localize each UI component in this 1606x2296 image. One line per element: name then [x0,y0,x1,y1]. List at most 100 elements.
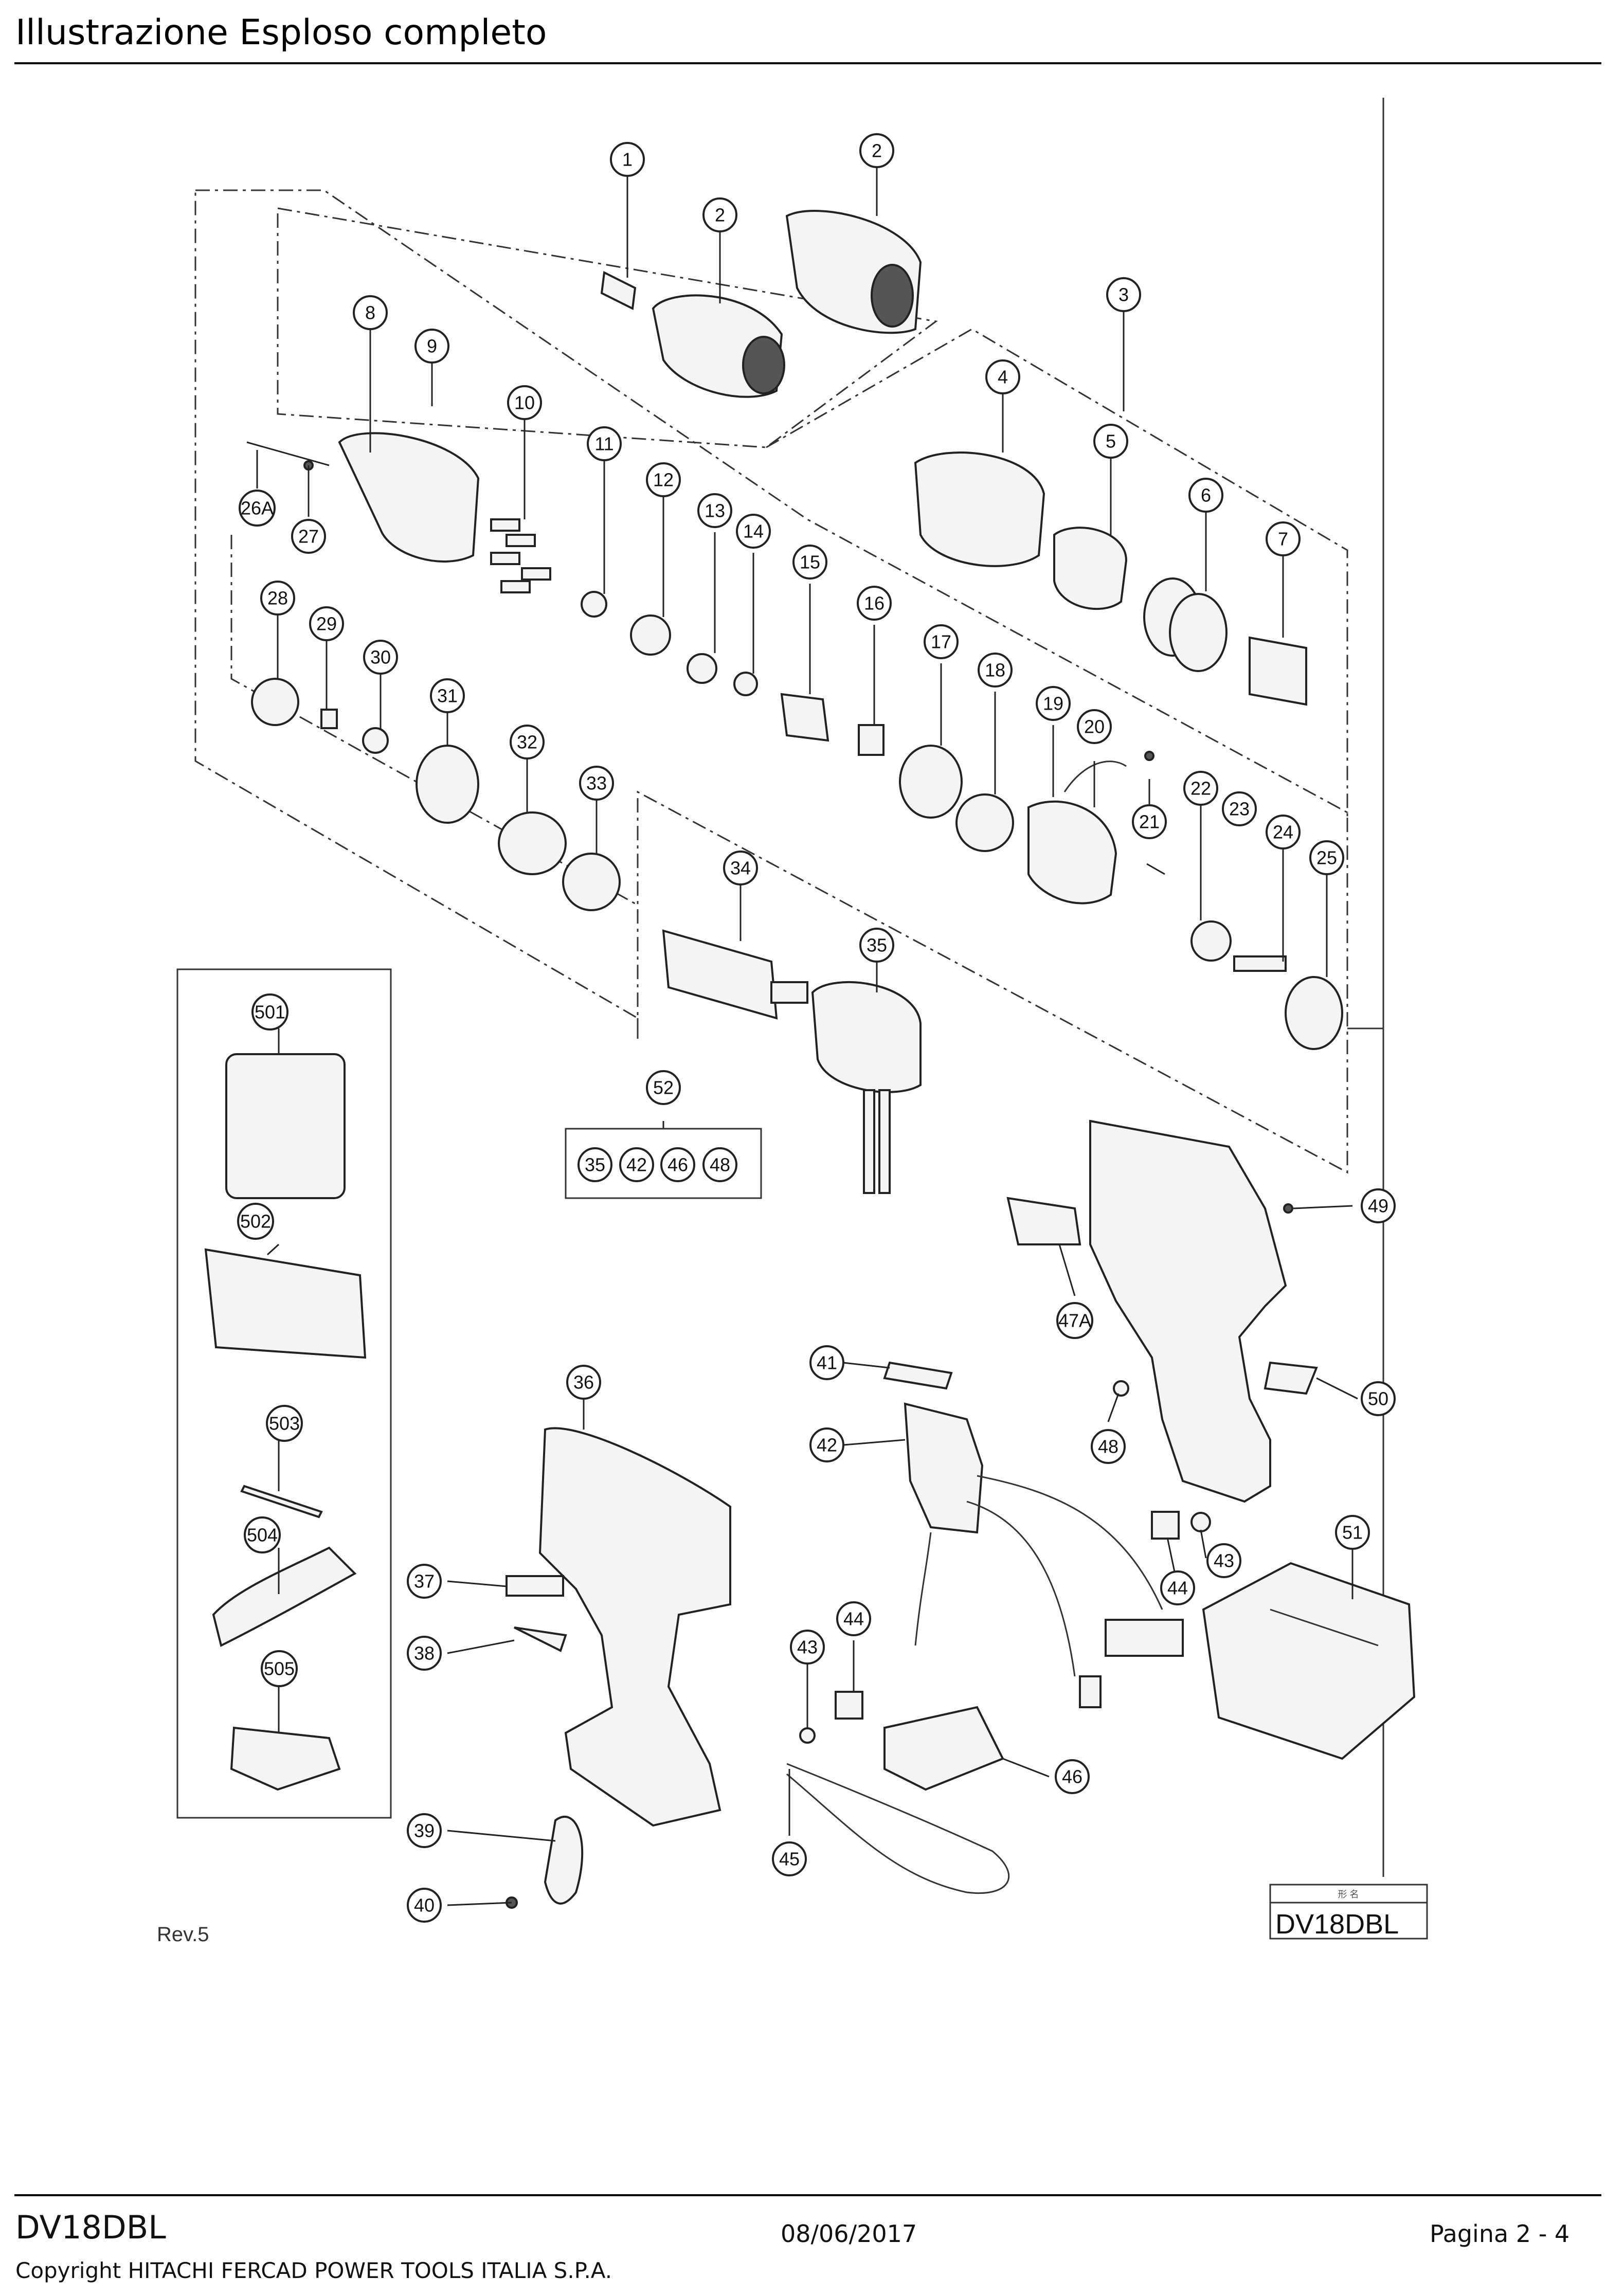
callout: 21 [1132,804,1167,839]
svg-text:13: 13 [705,500,725,521]
model-label-box: 形 名 DV18DBL [1269,1884,1428,1940]
svg-text:26A: 26A [241,498,274,519]
svg-text:9: 9 [427,336,437,357]
callout: 30 [363,640,398,675]
callout: 11 [587,426,622,461]
accessory-box [176,968,392,1819]
callout: 501 [251,993,288,1031]
callout: 47A [1056,1302,1093,1339]
page-title: Illustrazione Esploso completo [15,12,547,53]
svg-text:34: 34 [730,858,751,879]
svg-text:25: 25 [1316,847,1337,869]
callout: 4 [985,359,1020,394]
callout: 17 [924,624,959,659]
callout: 41 [809,1345,844,1380]
svg-text:44: 44 [1167,1578,1188,1599]
svg-text:40: 40 [414,1895,435,1916]
svg-text:39: 39 [414,1820,435,1841]
svg-text:15: 15 [800,552,820,573]
svg-text:3: 3 [1118,284,1129,305]
footer-date: 08/06/2017 [781,2220,917,2248]
svg-text:5: 5 [1106,431,1116,452]
svg-text:505: 505 [264,1658,295,1679]
callout: 6 [1188,478,1223,513]
switch-and-wiring-parts [786,1203,1318,1894]
battery-part [1202,1562,1416,1760]
callout: 36 [566,1365,601,1400]
callout: 33 [579,766,614,801]
callout: 44 [836,1601,871,1636]
callout: 39 [407,1813,442,1848]
svg-text:1: 1 [622,149,633,170]
svg-text:29: 29 [316,613,337,635]
svg-text:22: 22 [1190,778,1211,799]
callout: 505 [261,1650,298,1687]
svg-text:38: 38 [414,1643,435,1664]
footer-divider [14,2194,1601,2196]
footer-page-number: Pagina 2 - 4 [1430,2220,1570,2248]
callout: 8 [353,295,388,330]
callout: 7 [1266,521,1301,556]
svg-text:31: 31 [437,685,458,707]
svg-text:16: 16 [864,593,885,614]
svg-text:2: 2 [872,140,882,161]
gear-housing-parts [914,451,1307,706]
callout: 44 [1160,1570,1195,1605]
kit-item-callout: 42 [619,1147,654,1182]
callout: 50 [1361,1381,1396,1416]
svg-text:14: 14 [743,521,764,542]
svg-text:502: 502 [240,1211,271,1232]
callout: 46 [1055,1759,1090,1794]
callout: 31 [430,678,465,713]
svg-text:503: 503 [269,1413,300,1434]
callout: 37 [407,1564,442,1599]
callouts: 1 2 2 3 4 5 6 7 8 9 10 11 12 13 14 15 16… [237,133,1396,1923]
svg-text:11: 11 [594,433,613,455]
svg-text:37: 37 [414,1571,435,1592]
svg-text:24: 24 [1273,822,1293,843]
kit-item-callout: 35 [578,1147,612,1182]
callout: 9 [414,329,449,364]
model-label: DV18DBL [1275,1909,1399,1940]
svg-text:17: 17 [931,631,951,653]
svg-text:8: 8 [365,302,375,323]
svg-text:33: 33 [586,773,607,794]
svg-text:35: 35 [585,1154,605,1176]
svg-text:30: 30 [370,647,391,668]
callout: 26A [239,490,276,527]
svg-text:50: 50 [1368,1388,1388,1409]
callout: 502 [237,1203,274,1240]
svg-text:52: 52 [653,1077,674,1098]
callout: 42 [809,1427,844,1462]
callout: 29 [309,606,344,641]
callout: 35 [859,928,894,963]
svg-text:46: 46 [1062,1766,1082,1787]
callout: 1 [610,142,645,177]
svg-text:2: 2 [715,205,725,226]
callout: 14 [736,514,771,549]
callout: 12 [646,462,681,497]
callout: 28 [260,581,295,616]
svg-text:44: 44 [843,1608,864,1630]
svg-text:21: 21 [1139,811,1160,833]
kit-item-callout: 46 [660,1147,695,1182]
callout: 43 [1206,1543,1241,1578]
svg-text:28: 28 [267,588,288,609]
callout: 22 [1183,771,1218,806]
callout: 45 [772,1841,807,1876]
svg-text:23: 23 [1229,799,1250,820]
svg-text:12: 12 [653,469,674,491]
chuck-parts [600,210,922,398]
svg-text:49: 49 [1368,1196,1388,1217]
callout: 2 [859,133,894,168]
svg-text:27: 27 [298,526,319,547]
svg-text:47A: 47A [1058,1310,1091,1331]
callout: 2 [702,197,737,232]
callout: 43 [790,1630,825,1665]
leader-lines [256,167,1358,1906]
callout: 49 [1361,1188,1396,1223]
svg-text:43: 43 [797,1637,818,1658]
model-label-caption: 形 名 [1338,1889,1359,1900]
svg-text:42: 42 [817,1435,837,1456]
